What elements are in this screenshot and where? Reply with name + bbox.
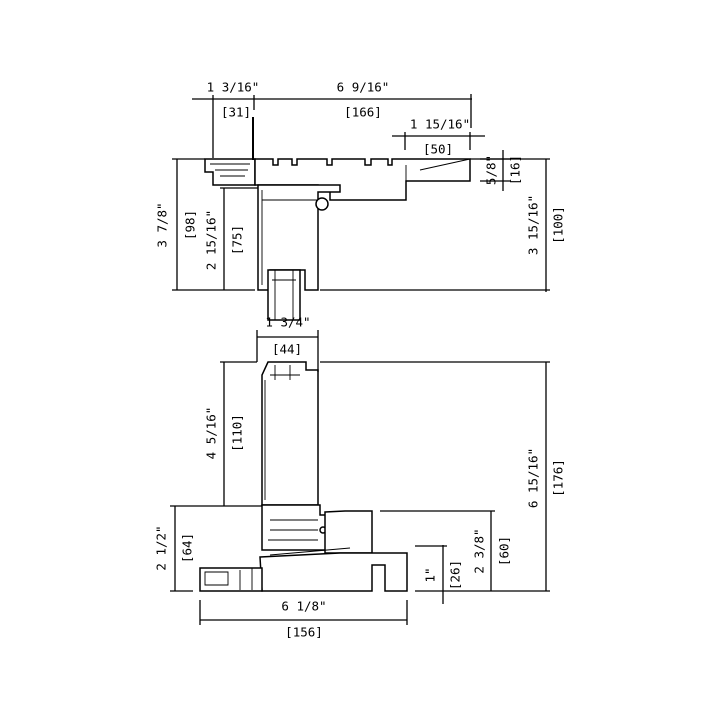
sill-nose-height-in: 2 3/8" [472,528,487,573]
sill-sash-height-mm: [110] [230,414,245,452]
sill-step-height-mm: [26] [448,560,463,590]
head-nose-width-mm: [50] [423,142,453,157]
dimension-lines [170,94,550,625]
sill-nose-height-mm: [60] [497,536,512,566]
sash-thickness-labels: 1 3/4" [44] [265,315,310,357]
head-height-mm: [98] [183,210,198,240]
head-width-in: 6 9/16" [337,80,390,95]
head-nose-height-mm: [16] [508,155,523,185]
head-left-leg-in: 1 3/16" [207,80,260,95]
head-right-height-mm: [100] [551,206,566,244]
sill-step-height-in: 1" [423,567,438,582]
sill-profile [199,361,408,592]
sill-overall-height-in: 6 15/16" [526,448,541,508]
sill-width-in: 6 1/8" [281,599,326,614]
head-width-mm: [166] [344,105,382,120]
sill-overall-height-mm: [176] [551,459,566,497]
sash-thickness-in: 1 3/4" [265,315,310,330]
sash-thickness-mm: [44] [272,342,302,357]
head-profile [204,117,471,321]
sill-height-mm: [64] [180,533,195,563]
sill-dimension-labels: 4 5/16" [110] 2 1/2" [64] 6 15/16" [176]… [154,407,566,640]
sill-width-mm: [156] [285,625,323,640]
head-dimension-labels: 1 3/16" [31] 6 9/16" [166] 1 15/16" [50]… [155,80,566,271]
head-sash-height-mm: [75] [230,225,245,255]
head-left-leg-mm: [31] [221,105,251,120]
head-nose-height-in: 5/8" [484,155,499,185]
head-sash-height-in: 2 15/16" [204,210,219,270]
head-nose-width-in: 1 15/16" [410,117,470,132]
head-right-height-in: 3 15/16" [526,195,541,255]
head-height-in: 3 7/8" [155,202,170,247]
sill-sash-height-in: 4 5/16" [204,407,219,460]
sill-height-in: 2 1/2" [154,525,169,570]
